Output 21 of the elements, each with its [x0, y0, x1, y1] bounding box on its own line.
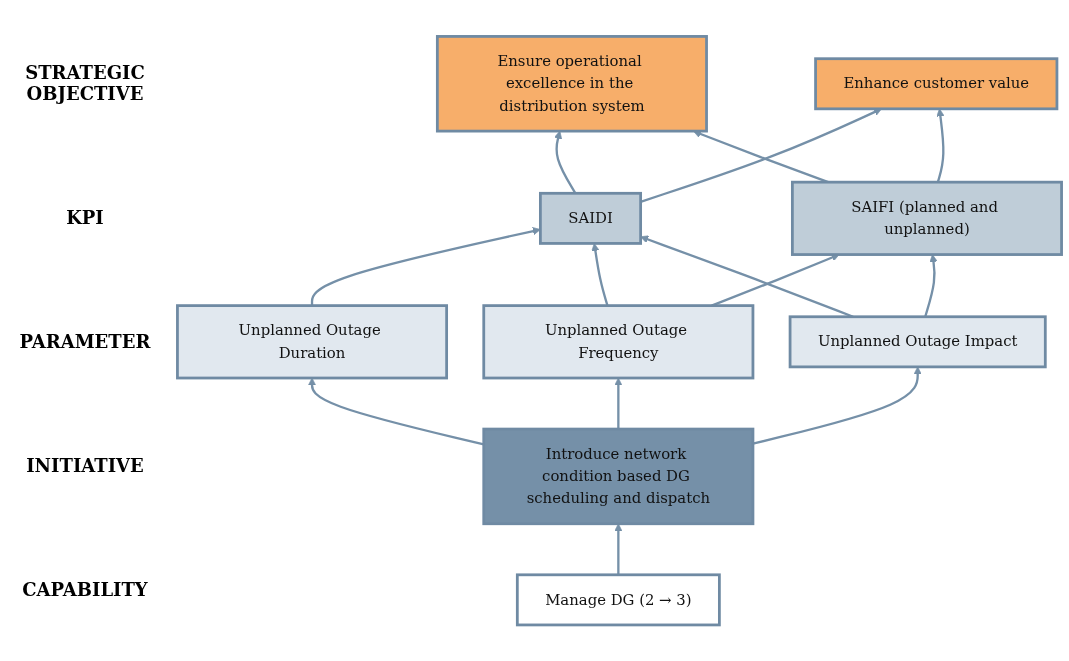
node-box: Introduce network condition based DG scheduling and dispatch — [482, 427, 755, 525]
node-box: Unplanned Outage Impact — [788, 315, 1047, 369]
node-box: SAIDI — [539, 191, 642, 245]
node-box: Enhance customer value — [814, 57, 1059, 111]
level-label: STRATEGIC OBJECTIVE — [24, 61, 146, 104]
node-box: Unplanned Outage Duration — [176, 304, 448, 380]
node-box: Ensure operational excellence in the distribution system — [435, 34, 708, 133]
arrow — [614, 523, 623, 575]
level-label: KPI — [65, 206, 105, 228]
node-box: Manage DG (2 → 3) — [515, 573, 721, 627]
node-box: Unplanned Outage Frequency — [482, 304, 755, 380]
level-label: PARAMETER — [18, 330, 152, 352]
arrow — [554, 130, 577, 194]
arrow — [752, 366, 922, 445]
arrow — [640, 108, 882, 203]
arrow — [310, 226, 541, 306]
level-label: CAPABILITY — [21, 578, 149, 600]
arrow — [614, 377, 623, 429]
level-label: INITIATIVE — [25, 454, 145, 476]
node-box: SAIFI (planned and unplanned) — [791, 180, 1063, 256]
arrow — [924, 254, 938, 317]
